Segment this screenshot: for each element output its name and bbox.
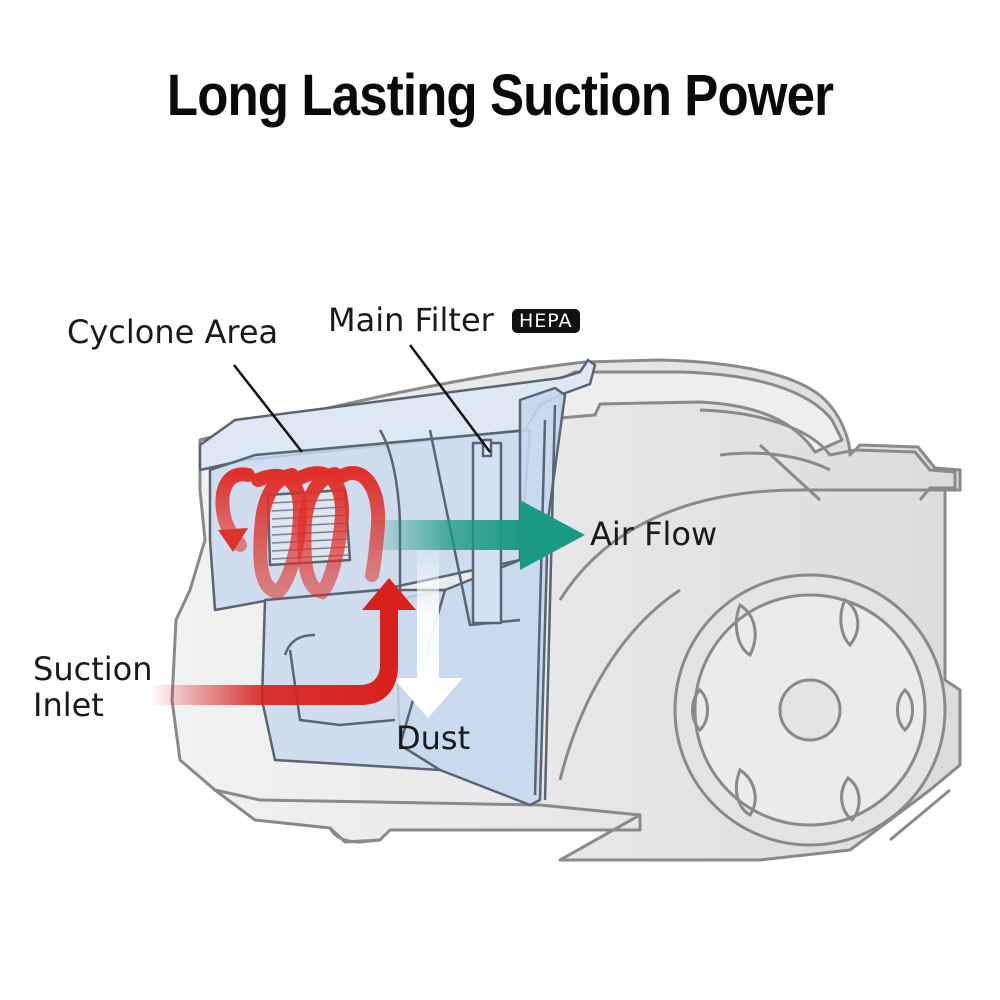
suction-inlet-label-line2: Inlet <box>33 686 104 724</box>
air-flow-label: Air Flow <box>590 515 718 553</box>
hepa-badge: HEPA <box>512 309 580 333</box>
filter-leader-line <box>408 344 492 453</box>
main-filter-label: Main Filter <box>328 301 494 339</box>
cyclone-area-label: Cyclone Area <box>67 313 279 351</box>
dust-arrow <box>393 545 463 718</box>
air-flow-arrow <box>370 500 585 570</box>
leader-lines <box>233 344 492 453</box>
suction-inlet-label-line1: Suction <box>33 650 153 688</box>
cyclone-leader-line <box>233 364 303 453</box>
wheel <box>673 573 947 847</box>
suction-arrow <box>150 578 416 705</box>
dust-label: Dust <box>396 719 471 757</box>
page-title: Long Lasting Suction Power <box>166 63 834 128</box>
cyclone-down-arrowhead <box>218 528 248 552</box>
